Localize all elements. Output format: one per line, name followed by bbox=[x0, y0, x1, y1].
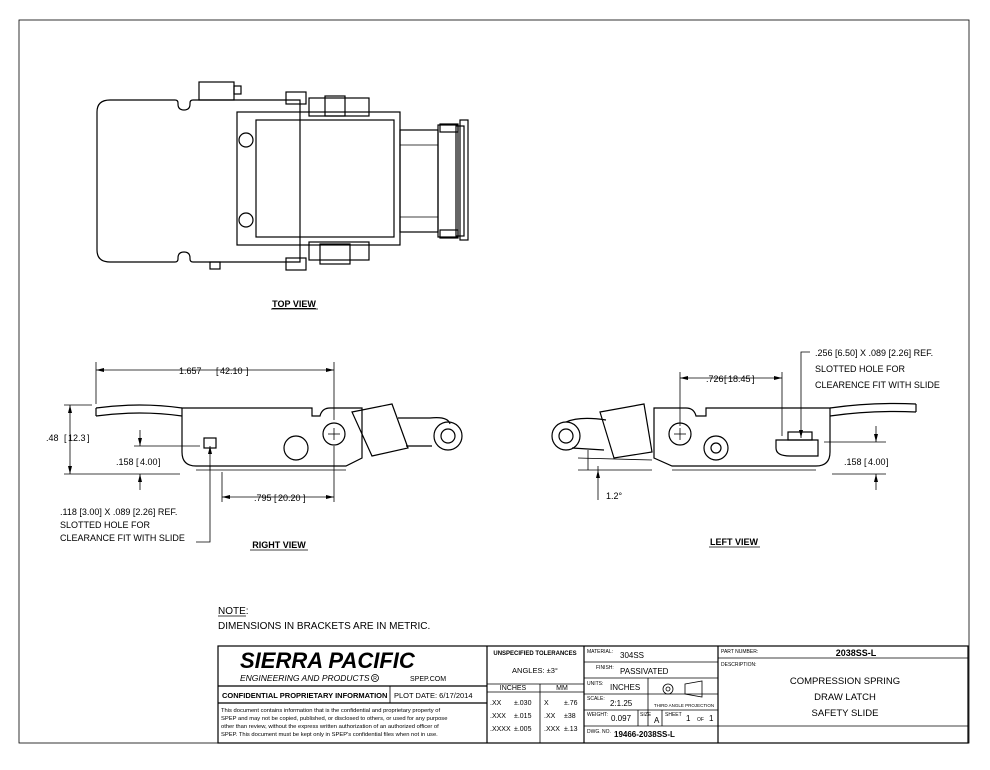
tol-row-2-mm-label: .XX bbox=[544, 713, 556, 720]
finish-value: PASSIVATED bbox=[620, 667, 669, 676]
sheet-number: 1 bbox=[686, 714, 691, 723]
finish-label: FINISH: bbox=[596, 665, 614, 671]
right-slot-callout: .118 [3.00] X .089 [2.26] REF. SLOTTED H… bbox=[60, 507, 185, 543]
tol-row-1-in-label: .XX bbox=[490, 700, 502, 707]
material-label: MATERIAL: bbox=[587, 649, 613, 655]
sheet-of: OF bbox=[697, 717, 704, 723]
dim-right-offset-mm: 4.00 bbox=[140, 457, 158, 467]
company-sub: ENGINEERING AND PRODUCTS bbox=[240, 673, 370, 683]
left-slot-note-3: CLEARENCE FIT WITH SLIDE bbox=[815, 380, 940, 390]
dim-right-hole-open: [ bbox=[274, 493, 277, 503]
dim-right-offset-close: ] bbox=[158, 457, 161, 467]
tol-row-3-mm-val: ±.13 bbox=[564, 726, 578, 733]
right-slot-note-2: SLOTTED HOLE FOR bbox=[60, 520, 151, 530]
weight-value: 0.097 bbox=[611, 714, 632, 723]
disclaimer-2: SPEP and may not be copied, published, o… bbox=[221, 716, 447, 722]
registered-mark: R bbox=[373, 676, 377, 682]
dim-overall-length-lead: 1 bbox=[179, 366, 184, 376]
dim-right-offset: .158 bbox=[116, 457, 134, 467]
units-label: UNITS: bbox=[587, 681, 603, 687]
tolerance-mm-header: MM bbox=[556, 685, 568, 692]
projection-label: THIRD ANGLE PROJECTION bbox=[654, 703, 714, 708]
dim-left-hole-open: [ bbox=[724, 374, 727, 384]
description-line-3: SAFETY SLIDE bbox=[812, 708, 879, 719]
plot-date: PLOT DATE: 6/17/2014 bbox=[394, 691, 473, 700]
dim-left-offset-mm: 4.00 bbox=[868, 457, 886, 467]
dim-left-hole-dist-mm: 18.45 bbox=[728, 374, 751, 384]
top-view bbox=[96, 81, 469, 271]
dim-height-bracket-open: [ bbox=[64, 433, 67, 443]
third-angle-projection-icon bbox=[662, 680, 703, 698]
dim-height: .48 bbox=[46, 433, 59, 443]
right-view-label: RIGHT VIEW bbox=[252, 540, 306, 550]
sheet-label: SHEET bbox=[665, 712, 682, 718]
size-value: A bbox=[654, 716, 660, 725]
dim-left-hole-dist: .726 bbox=[706, 374, 724, 384]
dim-angle: 1.2° bbox=[606, 491, 623, 501]
dim-height-bracket-close: ] bbox=[87, 433, 90, 443]
dim-overall-length: .657 bbox=[184, 366, 202, 376]
tol-row-2-in-label: .XXX bbox=[490, 713, 506, 720]
dim-right-offset-open: [ bbox=[136, 457, 139, 467]
dim-left-offset-open: [ bbox=[864, 457, 867, 467]
title-block bbox=[217, 645, 969, 744]
right-slot-note-3: CLEARANCE FIT WITH SLIDE bbox=[60, 533, 185, 543]
units-value: INCHES bbox=[610, 683, 640, 692]
dim-overall-length-mm: 42.10 bbox=[220, 366, 243, 376]
disclaimer-3: other than review, without the express w… bbox=[221, 724, 439, 730]
right-view bbox=[95, 403, 463, 471]
dwg-label: DWG. NO. bbox=[587, 729, 611, 735]
confidential-label: CONFIDENTIAL PROPRIETARY INFORMATION bbox=[222, 691, 387, 700]
right-view-dimensions: 1 .657 [ 42.10 ] .48 [ 12.3 ] .158 [ 4.0… bbox=[46, 362, 335, 543]
weight-label: WEIGHT: bbox=[587, 712, 608, 718]
description-label: DESCRIPTION: bbox=[721, 662, 757, 668]
dim-left-hole-close: ] bbox=[752, 374, 755, 384]
right-slot-note-1: .118 [3.00] X .089 [2.26] REF. bbox=[60, 507, 177, 517]
left-slot-callout: .256 [6.50] X .089 [2.26] REF. SLOTTED H… bbox=[815, 348, 940, 390]
dim-left-offset-close: ] bbox=[886, 457, 889, 467]
tolerances-heading: UNSPECIFIED TOLERANCES bbox=[493, 651, 576, 657]
dim-overall-length-mm-open: [ bbox=[216, 366, 219, 376]
part-number: 2038SS-L bbox=[836, 648, 877, 658]
company-name: SIERRA PACIFIC bbox=[240, 648, 416, 673]
dim-right-hole-to-slot: .795 bbox=[254, 493, 272, 503]
left-view-dimensions: .726 [ 18.45 ] .158 [ 4.00 ] 1.2° bbox=[577, 351, 889, 501]
company-website: SPEP.COM bbox=[410, 676, 446, 683]
tol-row-3-in-label: .XXXX bbox=[490, 726, 511, 733]
scale-value: 2:1.25 bbox=[610, 699, 633, 708]
disclaimer-4: SPEP. This document must be kept only in… bbox=[221, 732, 438, 738]
note-heading: NOTE: bbox=[218, 606, 249, 617]
tol-row-3-mm-label: .XXX bbox=[544, 726, 560, 733]
part-label: PART NUMBER: bbox=[721, 649, 758, 655]
size-label: SIZE bbox=[640, 712, 652, 718]
note-text: DIMENSIONS IN BRACKETS ARE IN METRIC. bbox=[218, 621, 430, 632]
tol-row-1-mm-val: ±.76 bbox=[564, 700, 578, 707]
tol-row-3-in-val: ±.005 bbox=[514, 726, 532, 733]
dim-overall-length-mm-close: ] bbox=[246, 366, 249, 376]
disclaimer-1: This document contains information that … bbox=[221, 708, 441, 714]
dim-right-hole-close: ] bbox=[303, 493, 306, 503]
tolerance-inches-header: INCHES bbox=[500, 685, 527, 692]
sheet-total: 1 bbox=[709, 714, 714, 723]
dim-left-offset: .158 bbox=[844, 457, 862, 467]
top-view-label: TOP VIEW bbox=[272, 299, 316, 309]
material-value: 304SS bbox=[620, 651, 644, 660]
tol-row-1-mm-label: X bbox=[544, 700, 549, 707]
left-slot-note-1: .256 [6.50] X .089 [2.26] REF. bbox=[815, 348, 933, 358]
dim-height-mm: 12.3 bbox=[68, 433, 86, 443]
left-slot-note-2: SLOTTED HOLE FOR bbox=[815, 364, 906, 374]
description-line-1: COMPRESSION SPRING bbox=[790, 676, 900, 687]
left-view bbox=[551, 402, 917, 471]
dwg-number: 19466-2038SS-L bbox=[614, 730, 675, 739]
tol-row-2-in-val: ±.015 bbox=[514, 713, 532, 720]
tol-row-2-mm-val: ±38 bbox=[564, 713, 576, 720]
left-view-label: LEFT VIEW bbox=[710, 537, 759, 547]
scale-label: SCALE: bbox=[587, 696, 605, 702]
tolerance-angles: ANGLES: ±3° bbox=[512, 666, 558, 675]
tol-row-1-in-val: ±.030 bbox=[514, 700, 532, 707]
dim-right-hole-to-slot-mm: 20.20 bbox=[278, 493, 301, 503]
description-line-2: DRAW LATCH bbox=[814, 692, 876, 703]
